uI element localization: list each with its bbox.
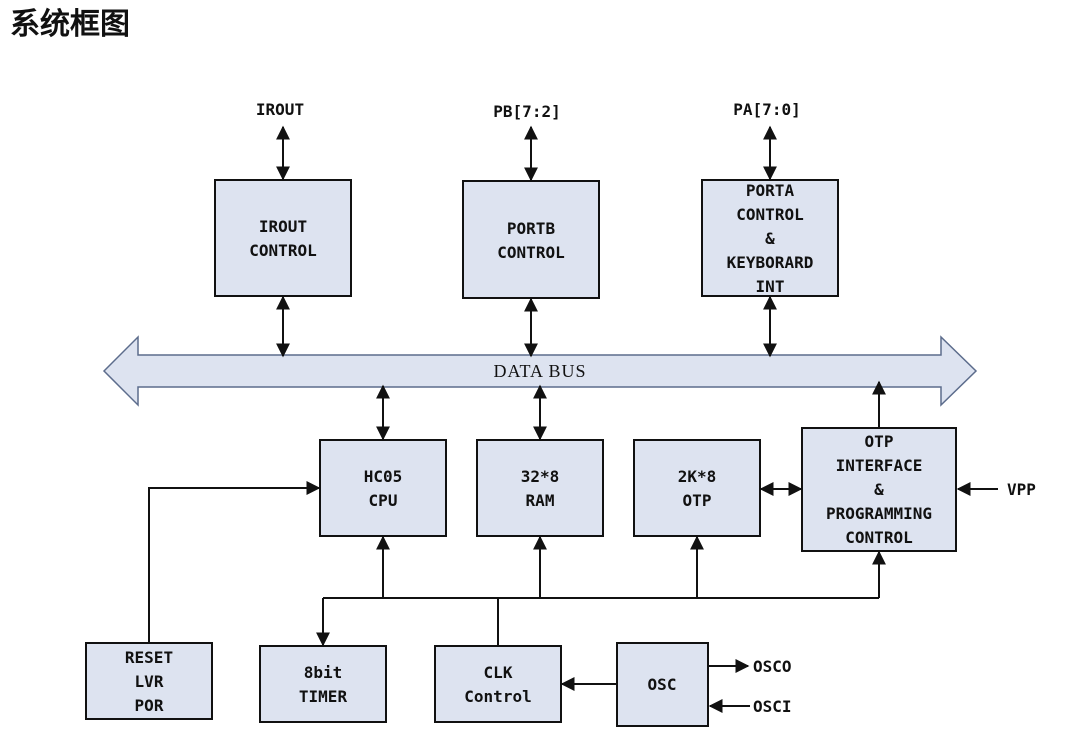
signal-osco: OSCO <box>753 657 792 676</box>
signal-irout: IROUT <box>256 100 304 119</box>
block-label-line: TIMER <box>299 687 348 706</box>
data-bus-label: DATA BUS <box>493 361 586 381</box>
block-label-line: CONTROL <box>845 528 912 547</box>
block-label-line: LVR <box>135 672 164 691</box>
clk-control-block: CLK Control <box>434 645 562 723</box>
block-label-line: KEYBORARD <box>727 253 814 272</box>
diagram-title: 系统框图 <box>10 7 130 42</box>
signal-osci: OSCI <box>753 697 792 716</box>
block-label-line: PROGRAMMING <box>826 504 932 523</box>
block-label-line: INT <box>756 277 785 296</box>
otp-interface-block: OTP INTERFACE & PROGRAMMING CONTROL <box>801 427 957 552</box>
block-label-line: CPU <box>369 491 398 510</box>
block-label-line: CONTROL <box>497 243 564 262</box>
block-label-line: PORTA <box>746 181 795 200</box>
block-label-line: INTERFACE <box>836 456 923 475</box>
block-label-line: 32*8 <box>521 467 560 486</box>
block-label-line: OTP <box>683 491 712 510</box>
block-label-line: CONTROL <box>249 241 316 260</box>
block-label-line: CLK <box>484 663 513 682</box>
block-label-line: HC05 <box>364 467 403 486</box>
block-label-line: RESET <box>125 648 173 667</box>
otp-interface-label: OTP INTERFACE & PROGRAMMING CONTROL <box>826 432 932 547</box>
block-label-line: POR <box>135 696 164 715</box>
reset-lvr-por-block: RESET LVR POR <box>85 642 213 720</box>
osc-block: OSC <box>616 642 709 727</box>
block-label-line: Control <box>464 687 531 706</box>
block-label-line: OSC <box>648 675 677 694</box>
clk-control-label: CLK Control <box>464 663 531 706</box>
block-label-line: OTP <box>865 432 894 451</box>
data-bus: DATA BUS <box>102 335 978 407</box>
signal-pb: PB[7:2] <box>493 102 560 121</box>
block-label-line: IROUT <box>259 217 307 236</box>
irout-control-block: IROUT CONTROL <box>214 179 352 297</box>
block-label-line: RAM <box>526 491 555 510</box>
reset-lvr-por-label: RESET LVR POR <box>125 648 173 715</box>
block-label-line: CONTROL <box>736 205 803 224</box>
signal-vpp: VPP <box>1007 480 1036 499</box>
porta-control-block: PORTA CONTROL & KEYBORARD INT <box>701 179 839 297</box>
porta-control-label: PORTA CONTROL & KEYBORARD INT <box>727 181 814 296</box>
reset-cpu-arrow <box>148 481 321 643</box>
block-label-line: 8bit <box>304 663 343 682</box>
irout-control-label: IROUT CONTROL <box>249 217 316 260</box>
portb-control-block: PORTB CONTROL <box>462 180 600 299</box>
osc-label: OSC <box>648 675 677 694</box>
block-label-line: & <box>765 229 775 248</box>
block-label-line: 2K*8 <box>678 467 717 486</box>
connections <box>148 125 998 713</box>
block-label-line: & <box>874 480 884 499</box>
portb-control-label: PORTB CONTROL <box>497 219 564 262</box>
signal-pa: PA[7:0] <box>733 100 800 119</box>
block-label-line: PORTB <box>507 219 556 238</box>
